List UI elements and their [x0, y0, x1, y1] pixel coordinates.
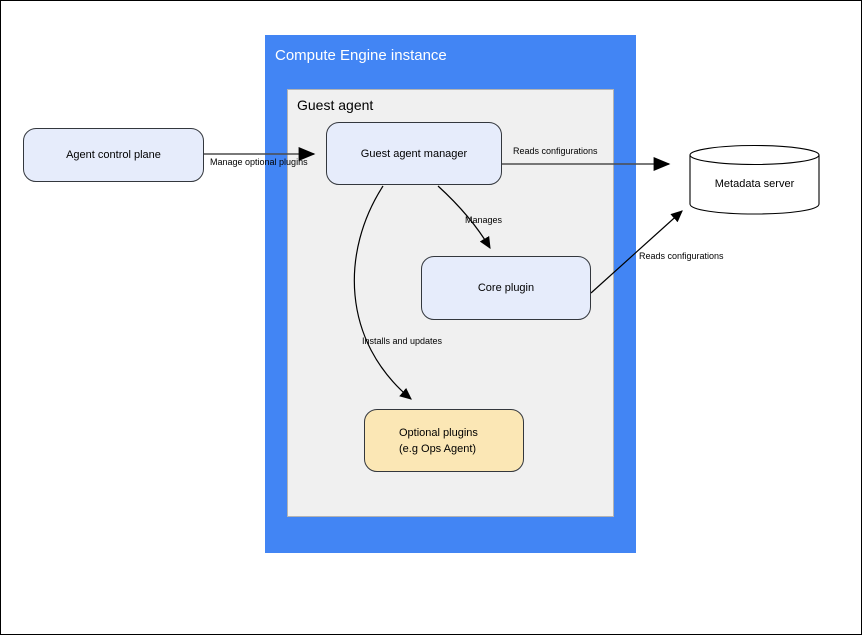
- core-plugin-label: Core plugin: [477, 282, 535, 294]
- metadata-server-label: Metadata server: [714, 177, 795, 190]
- guest-agent-title: Guest agent: [297, 97, 374, 113]
- edge-label-installs-and-updates: Installs and updates: [362, 336, 443, 346]
- edge-label-reads-configurations-core: Reads configurations: [639, 251, 724, 261]
- node-core-plugin[interactable]: Core plugin: [421, 256, 591, 320]
- guest-agent-manager-label: Guest agent manager: [360, 147, 468, 160]
- node-agent-control-plane[interactable]: Agent control plane: [23, 128, 204, 182]
- node-metadata-server[interactable]: Metadata server: [689, 144, 820, 215]
- edge-label-reads-configurations-manager: Reads configurations: [513, 146, 598, 156]
- edge-manages: [437, 185, 491, 250]
- node-optional-plugins[interactable]: Optional plugins (e.g Ops Agent): [364, 409, 524, 472]
- edge-installs-and-updates: [353, 185, 412, 400]
- optional-plugins-label-line1: Optional plugins: [399, 426, 478, 439]
- node-guest-agent-manager[interactable]: Guest agent manager: [326, 122, 502, 185]
- edge-label-manages: Manages: [465, 215, 503, 225]
- edge-reads-configurations-core: [590, 210, 683, 294]
- optional-plugins-label-line2: (e.g Ops Agent): [399, 442, 477, 455]
- compute-engine-instance-title: Compute Engine instance: [275, 47, 447, 64]
- edge-label-manage-optional-plugins: Manage optional plugins: [210, 157, 308, 167]
- cylinder-shape-icon: [689, 144, 820, 215]
- agent-control-plane-label: Agent control plane: [66, 149, 161, 161]
